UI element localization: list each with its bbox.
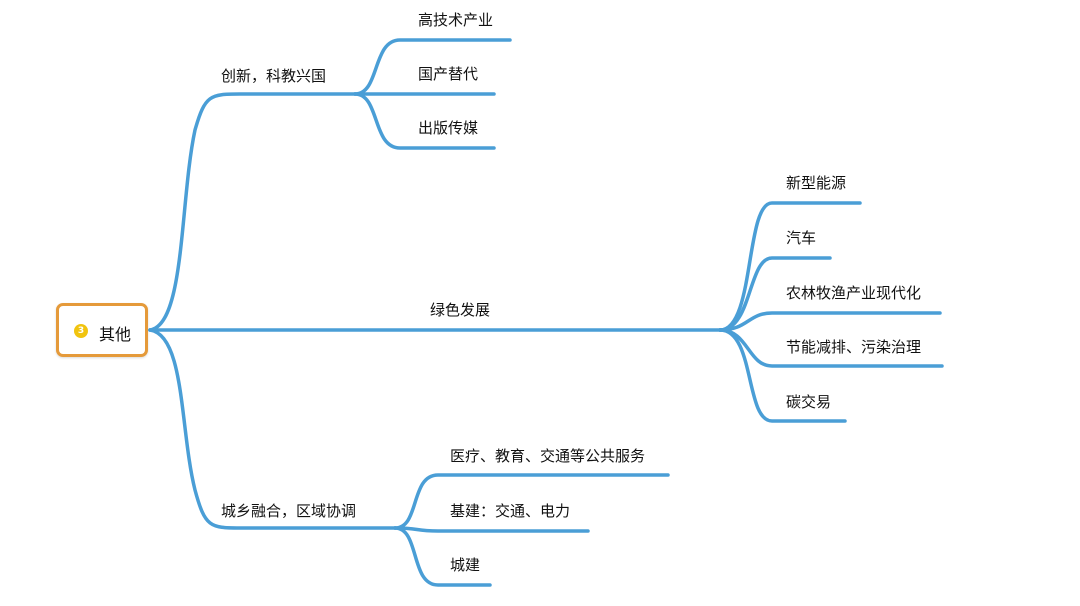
connector-root-branch-3	[148, 328, 397, 530]
leaf-node[interactable]: 碳交易	[786, 393, 832, 411]
connector-branch-3-child-2	[393, 526, 590, 533]
branch-node-innovation[interactable]: 创新，科教兴国	[221, 67, 327, 85]
leaf-node[interactable]: 农林牧渔产业现代化	[786, 284, 922, 302]
connector-branch-3-child-1	[393, 473, 670, 530]
connector-branch-2-child-5	[718, 328, 847, 423]
leaf-node[interactable]: 城建	[450, 556, 481, 574]
branch-node-green-development[interactable]: 绿色发展	[430, 301, 491, 319]
leaf-node[interactable]: 节能减排、污染治理	[786, 338, 922, 356]
leaf-node[interactable]: 汽车	[786, 229, 817, 247]
connector-branch-1-child-1	[353, 38, 512, 96]
number-3-icon: 3	[74, 324, 88, 338]
leaf-node[interactable]: 国产替代	[418, 65, 479, 83]
root-node[interactable]: 3 其他	[56, 303, 148, 357]
branch-node-urban-rural[interactable]: 城乡融合，区域协调	[221, 502, 357, 520]
connector-branch-3-child-3	[393, 526, 492, 587]
connector-branch-2-child-2	[718, 256, 832, 332]
leaf-node[interactable]: 医疗、教育、交通等公共服务	[450, 447, 646, 465]
connector-root-branch-1	[148, 92, 357, 332]
connector-branch-1-child-3	[353, 92, 496, 150]
leaf-node[interactable]: 出版传媒	[418, 119, 479, 137]
leaf-node[interactable]: 新型能源	[786, 174, 847, 192]
connector-branch-2-child-3	[718, 311, 942, 332]
leaf-node[interactable]: 基建：交通、电力	[450, 502, 571, 520]
root-node-label: 其他	[99, 325, 132, 344]
leaf-node[interactable]: 高技术产业	[418, 11, 494, 29]
